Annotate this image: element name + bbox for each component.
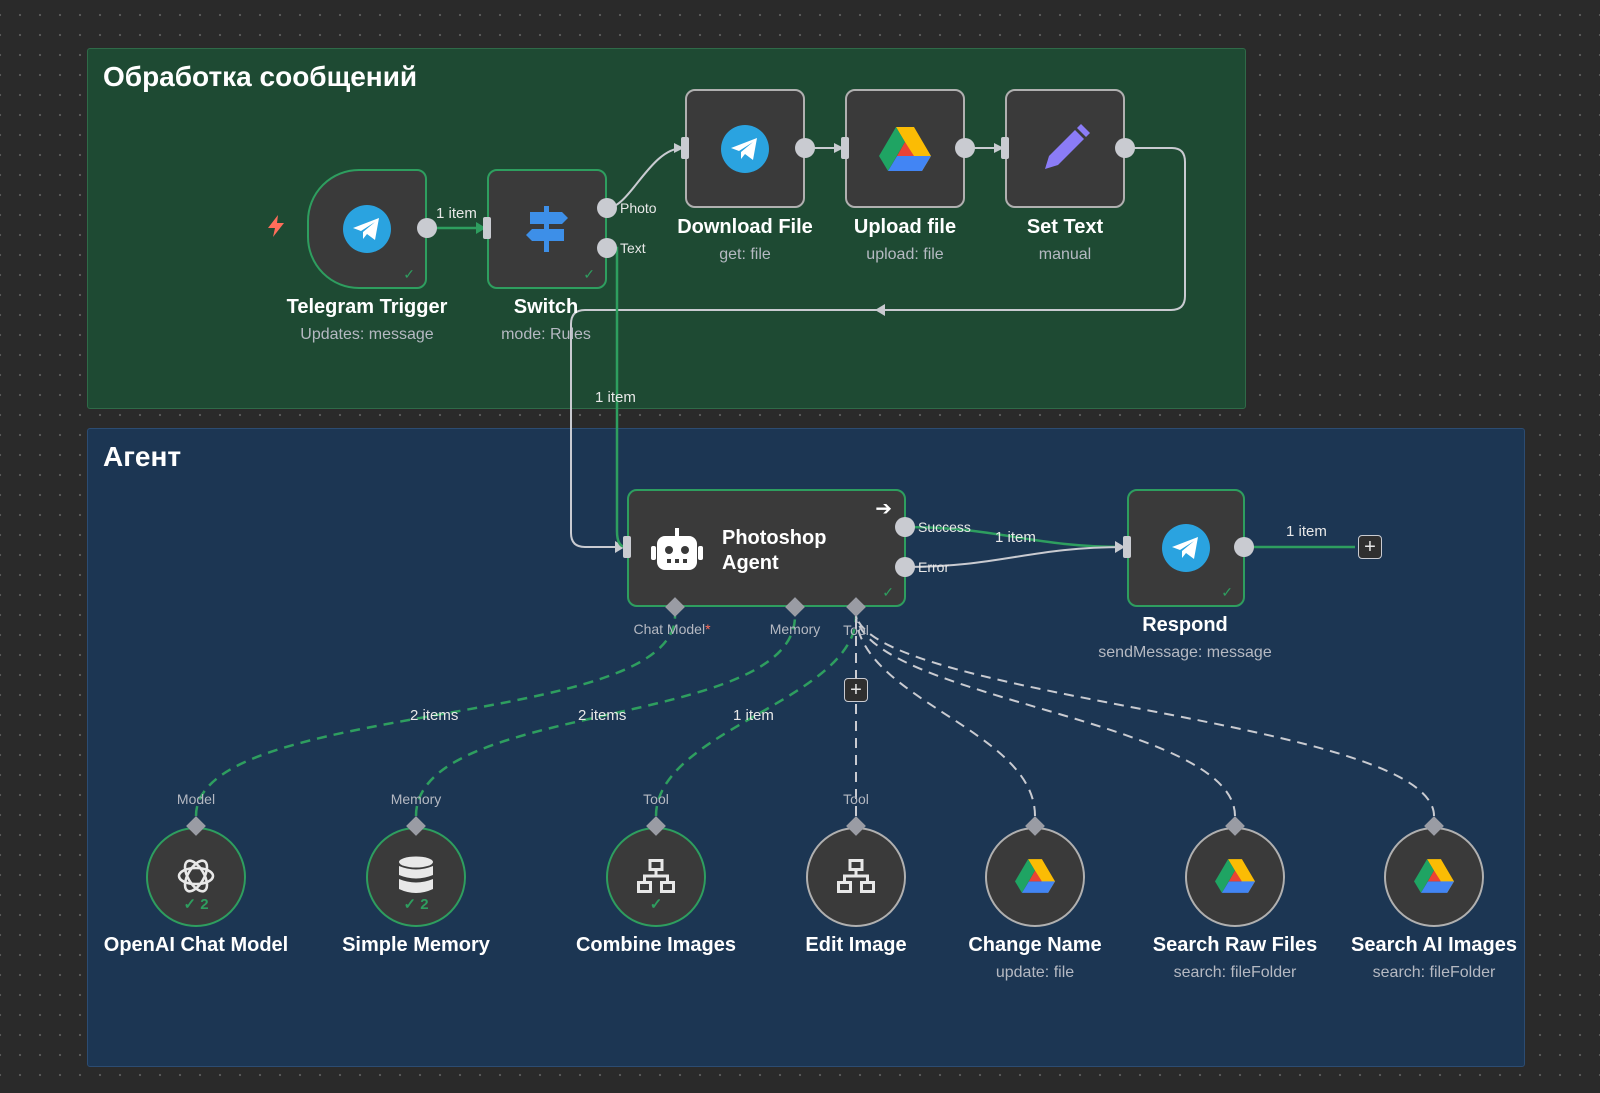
- node-title: Change Name: [968, 934, 1102, 956]
- success-check-icon: ✓: [583, 266, 595, 282]
- node-title: Download File: [677, 216, 813, 238]
- node-subtitle: search: fileFolder: [1372, 964, 1496, 981]
- run-count-badge: ✓ 2: [183, 896, 209, 913]
- node-set-text[interactable]: [1005, 89, 1125, 208]
- input-port[interactable]: [841, 137, 849, 159]
- google-drive-icon: [1015, 859, 1055, 893]
- node-subtitle: update: file: [995, 964, 1075, 981]
- output-port-success[interactable]: [895, 517, 915, 537]
- node-switch[interactable]: ✓: [487, 169, 607, 289]
- output-port[interactable]: [795, 138, 815, 158]
- node-subtitle: upload: file: [866, 246, 944, 263]
- telegram-icon: [343, 205, 391, 253]
- workflow-icon: [837, 859, 875, 893]
- node-title: Search Raw Files: [1152, 934, 1318, 956]
- add-node-button[interactable]: +: [1358, 535, 1382, 559]
- arrow-right-icon[interactable]: ➔: [875, 498, 892, 520]
- output-port[interactable]: [417, 218, 437, 238]
- input-port[interactable]: [483, 217, 491, 239]
- node-subtitle: get: file: [719, 246, 771, 263]
- node-title: Upload file: [853, 216, 957, 238]
- node-combine-images[interactable]: ✓: [606, 827, 706, 927]
- group-title: Обработка сообщений: [103, 61, 418, 92]
- telegram-icon: [721, 124, 769, 173]
- signpost-icon: [526, 206, 568, 252]
- node-title: Switch: [513, 296, 579, 318]
- node-subtitle: mode: Rules: [501, 326, 591, 343]
- node-upload-file[interactable]: [845, 89, 965, 208]
- node-title: Photoshop Agent: [722, 527, 827, 574]
- node-edit-image[interactable]: [806, 827, 906, 927]
- node-search-ai-images[interactable]: [1384, 827, 1484, 927]
- node-title: Edit Image: [805, 934, 907, 956]
- openai-icon: [177, 859, 215, 893]
- google-drive-icon: [879, 126, 931, 171]
- node-subtitle: search: fileFolder: [1173, 964, 1297, 981]
- database-icon: [399, 856, 433, 893]
- node-simple-memory[interactable]: ✓ 2: [366, 827, 466, 927]
- robot-icon: [651, 528, 703, 570]
- node-download-file[interactable]: [685, 89, 805, 208]
- node-subtitle: manual: [1038, 246, 1092, 263]
- google-drive-icon: [1414, 859, 1454, 893]
- input-port[interactable]: [1001, 137, 1009, 159]
- run-count: 2: [420, 896, 429, 913]
- telegram-icon: [1162, 524, 1210, 572]
- node-title: Simple Memory: [342, 934, 490, 956]
- output-port-error[interactable]: [895, 557, 915, 577]
- node-respond[interactable]: ✓: [1127, 489, 1245, 607]
- node-photoshop-agent[interactable]: Photoshop Agent ➔ ✓: [627, 489, 906, 607]
- group-title: Агент: [103, 441, 182, 472]
- node-title: Set Text: [1026, 216, 1104, 238]
- pencil-icon: [1045, 123, 1090, 169]
- add-tool-button[interactable]: +: [844, 678, 868, 702]
- node-title: Telegram Trigger: [286, 296, 448, 318]
- success-check-icon: ✓: [649, 896, 663, 913]
- google-drive-icon: [1215, 859, 1255, 893]
- input-port[interactable]: [1123, 536, 1131, 558]
- output-port-photo[interactable]: [597, 198, 617, 218]
- input-port[interactable]: [623, 536, 631, 558]
- trigger-bolt-icon: [268, 215, 284, 237]
- node-title: Respond: [1142, 614, 1228, 636]
- input-port[interactable]: [681, 137, 689, 159]
- node-subtitle: sendMessage: message: [1098, 644, 1272, 661]
- success-check-icon: ✓: [403, 266, 415, 282]
- node-title: Combine Images: [575, 934, 737, 956]
- run-count: 2: [200, 896, 209, 913]
- node-title: Search AI Images: [1350, 934, 1518, 956]
- output-port-text[interactable]: [597, 238, 617, 258]
- node-openai-chat-model[interactable]: ✓ 2: [146, 827, 246, 927]
- output-port[interactable]: [1115, 138, 1135, 158]
- workflow-icon: [637, 859, 675, 893]
- run-count-badge: ✓ 2: [403, 896, 429, 913]
- node-telegram-trigger[interactable]: ✓: [307, 169, 427, 289]
- output-port[interactable]: [955, 138, 975, 158]
- output-port[interactable]: [1234, 537, 1254, 557]
- node-change-name[interactable]: [985, 827, 1085, 927]
- node-title: OpenAI Chat Model: [103, 934, 289, 956]
- success-check-icon: ✓: [1221, 584, 1233, 600]
- node-subtitle: Updates: message: [300, 326, 434, 343]
- node-search-raw-files[interactable]: [1185, 827, 1285, 927]
- success-check-icon: ✓: [882, 584, 894, 600]
